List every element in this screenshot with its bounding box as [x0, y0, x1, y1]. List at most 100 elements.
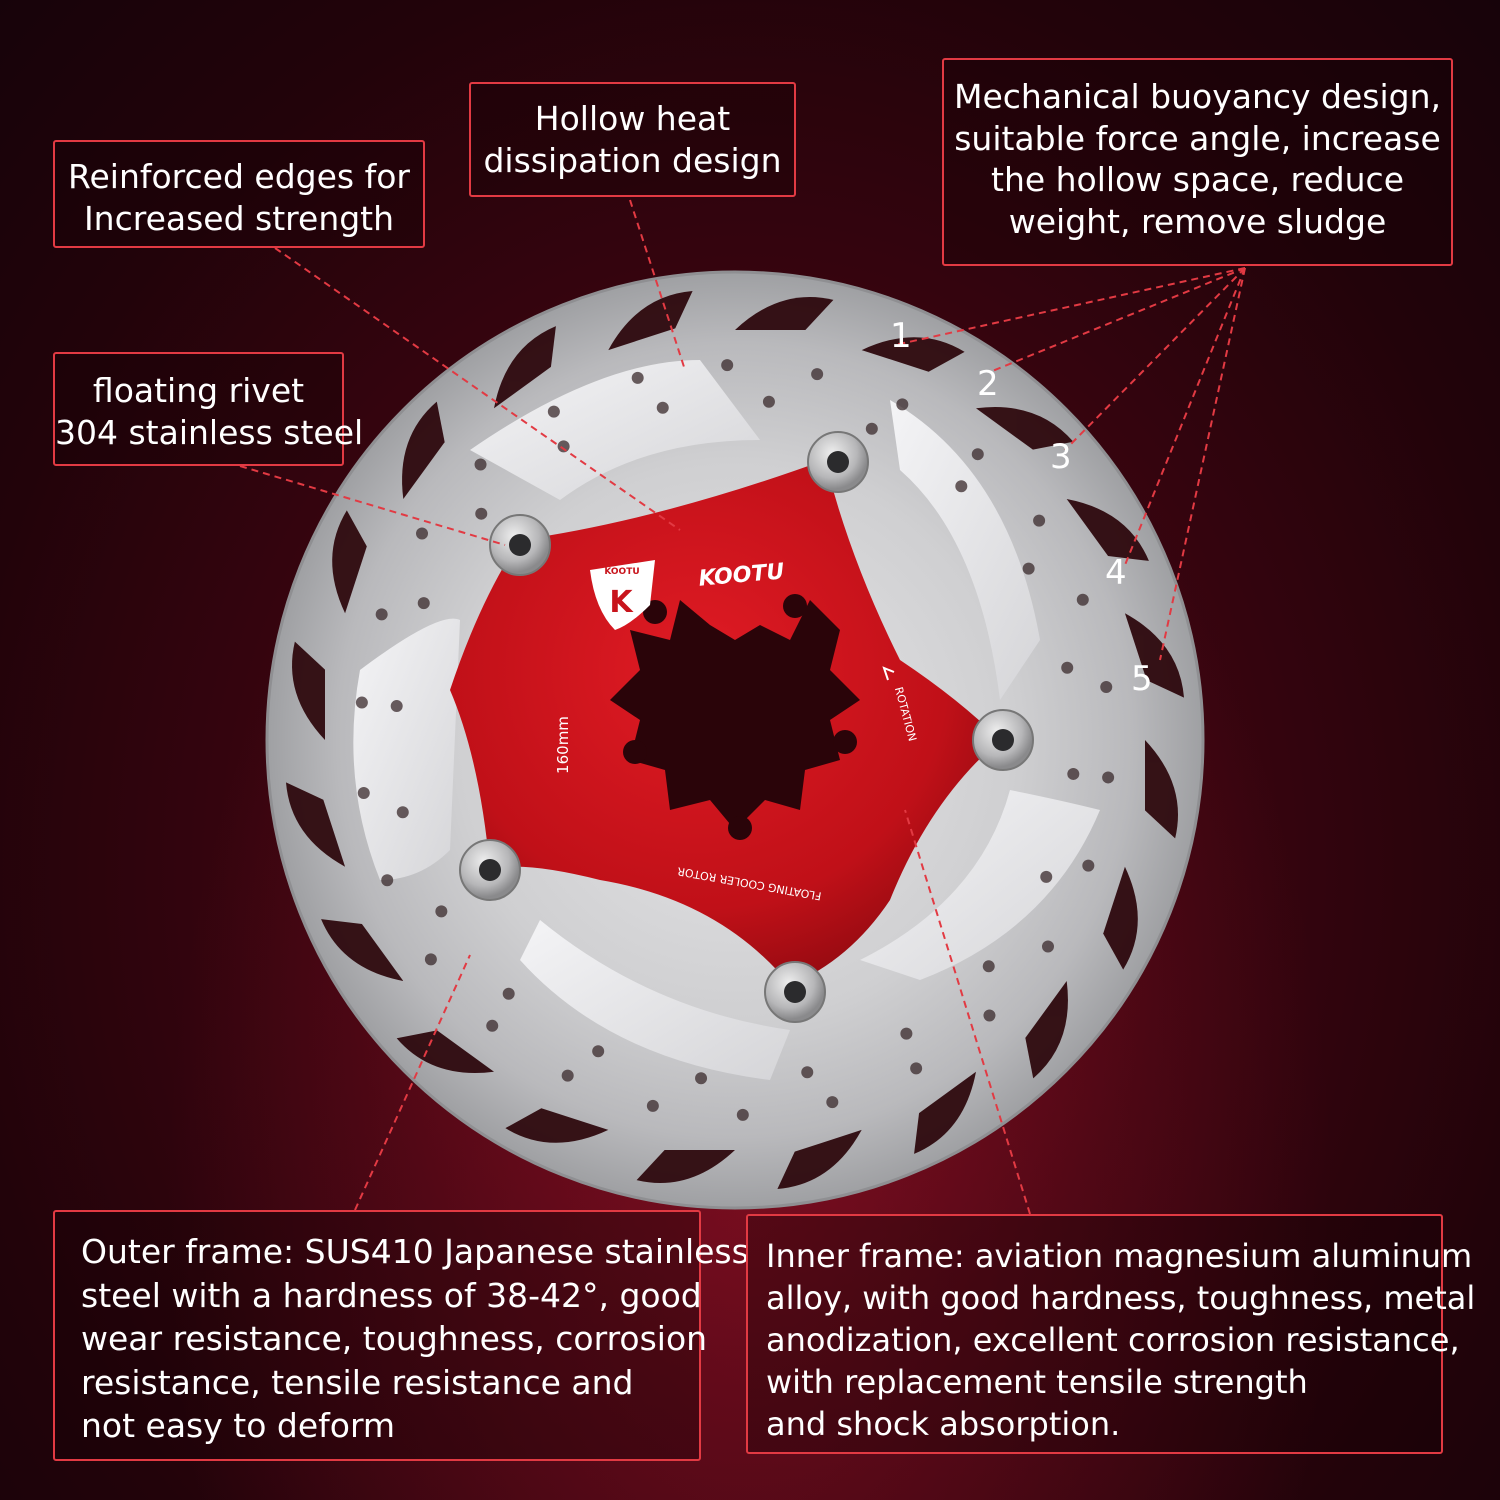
callout-floating-rivet: floating rivet 304 stainless steel	[53, 352, 364, 466]
callout-line: and shock absorption.	[766, 1404, 1121, 1443]
marker-5: 5	[1131, 659, 1153, 699]
callout-line: Mechanical buoyancy design,	[953, 77, 1441, 116]
pad-hole	[390, 700, 403, 713]
rotor-cutout	[1103, 866, 1138, 970]
pad-hole	[1040, 870, 1053, 883]
callout-line: Outer frame: SUS410 Japanese stainless	[81, 1232, 749, 1271]
rivet	[764, 961, 826, 1023]
pad-hole	[982, 960, 995, 973]
pad-hole	[983, 1009, 996, 1022]
pad-hole	[1076, 593, 1089, 606]
pad-hole	[721, 359, 734, 372]
pad-hole	[1067, 767, 1080, 780]
pad-hole	[762, 395, 775, 408]
pad-hole	[355, 696, 368, 709]
rotor-cutout	[285, 782, 346, 867]
pad-hole	[910, 1062, 923, 1075]
pad-hole	[592, 1045, 605, 1058]
pad-hole	[1041, 940, 1054, 953]
callout-reinforced-edges: Reinforced edges for Increased strength	[53, 140, 425, 248]
rotor-cutout	[735, 297, 834, 330]
callout-hollow-heat-dissipation: Hollow heat dissipation design	[469, 82, 796, 197]
callout-line: Reinforced edges for	[68, 157, 410, 196]
callout-line: the hollow space, reduce	[991, 160, 1404, 200]
pad-hole	[502, 987, 515, 1000]
pad-hole	[396, 806, 409, 819]
callout-line: dissipation design	[483, 140, 782, 180]
callout-line: with replacement tensile strength	[766, 1362, 1308, 1401]
callout-line: resistance, tensile resistance and	[81, 1362, 634, 1402]
pad-hole	[801, 1066, 814, 1079]
pad-hole	[646, 1099, 659, 1112]
pad-hole	[826, 1096, 839, 1109]
pad-hole	[474, 458, 487, 471]
pad-hole	[357, 786, 370, 799]
pad-hole	[865, 422, 878, 435]
callout-line: suitable force angle, increase	[954, 118, 1441, 158]
pad-hole	[1061, 661, 1074, 674]
callout-line: Hollow heat	[534, 99, 731, 138]
rotor-cutout	[608, 290, 693, 351]
rotor-cutout	[1145, 740, 1178, 839]
rotor-cutout	[861, 337, 965, 372]
rotor-cutout	[1124, 613, 1185, 698]
rotor-cutout	[505, 1108, 609, 1143]
pad-hole	[811, 368, 824, 381]
rotor-cutout	[332, 510, 367, 614]
floating-rivets	[459, 431, 1034, 1023]
pad-hole	[1100, 681, 1113, 694]
pad-hole	[955, 480, 968, 493]
pad-hole	[656, 401, 669, 414]
rotor-cutout	[777, 1129, 862, 1190]
pad-hole	[435, 905, 448, 918]
pad-hole	[486, 1019, 499, 1032]
logo-arc-text: KOOTU	[604, 567, 639, 577]
callout-line: 304 stainless steel	[55, 412, 364, 452]
pad-hole	[381, 874, 394, 887]
kootu-logo: KOOTU K	[590, 560, 655, 630]
rotor-cutout	[494, 326, 556, 409]
rivet	[459, 839, 521, 901]
pad-hole	[695, 1072, 708, 1085]
pad-hole	[736, 1108, 749, 1121]
callout-line: Inner frame: aviation magnesium aluminum	[766, 1237, 1473, 1275]
size-label: 160mm	[554, 716, 572, 774]
pad-hole	[547, 405, 560, 418]
callout-line: Increased strength	[83, 198, 395, 238]
callout-line: weight, remove sludge	[1008, 201, 1387, 241]
rivet	[807, 431, 869, 493]
rotor-cutout	[1025, 980, 1068, 1079]
pad-hole	[416, 527, 429, 540]
pad-hole	[900, 1027, 913, 1040]
callout-inner-frame: Inner frame: aviation magnesium aluminum…	[746, 1214, 1475, 1454]
pad-hole	[424, 953, 437, 966]
rotor-cutout	[914, 1071, 976, 1154]
pad-hole	[475, 507, 488, 520]
pad-hole	[1033, 514, 1046, 527]
pad-hole	[1102, 771, 1115, 784]
marker-2: 2	[977, 364, 999, 404]
marker-1: 1	[890, 316, 912, 356]
rotor-cutout	[396, 1030, 495, 1073]
logo-letter: K	[609, 585, 634, 620]
marker-4: 4	[1105, 553, 1127, 593]
marker-3: 3	[1050, 437, 1072, 477]
leader-lines	[239, 199, 1246, 1215]
rotor-cutout	[292, 641, 325, 740]
pad-hole	[417, 597, 430, 610]
callout-line: not easy to deform	[81, 1406, 396, 1446]
pad-hole	[631, 371, 644, 384]
rotor-cutout	[975, 407, 1074, 450]
braking-pads	[353, 359, 1115, 1121]
callout-line: steel with a hardness of 38-42°, good	[81, 1275, 702, 1315]
pad-hole	[971, 448, 984, 461]
pad-hole	[896, 398, 909, 411]
rotor-cutout	[636, 1150, 735, 1183]
pad-hole	[561, 1069, 574, 1082]
rotor-cutout	[321, 919, 404, 981]
rivet	[972, 709, 1034, 771]
rotor-cutout	[1066, 499, 1149, 561]
callout-line: wear resistance, toughness, corrosion	[81, 1319, 708, 1359]
callout-line: floating rivet	[92, 371, 305, 410]
